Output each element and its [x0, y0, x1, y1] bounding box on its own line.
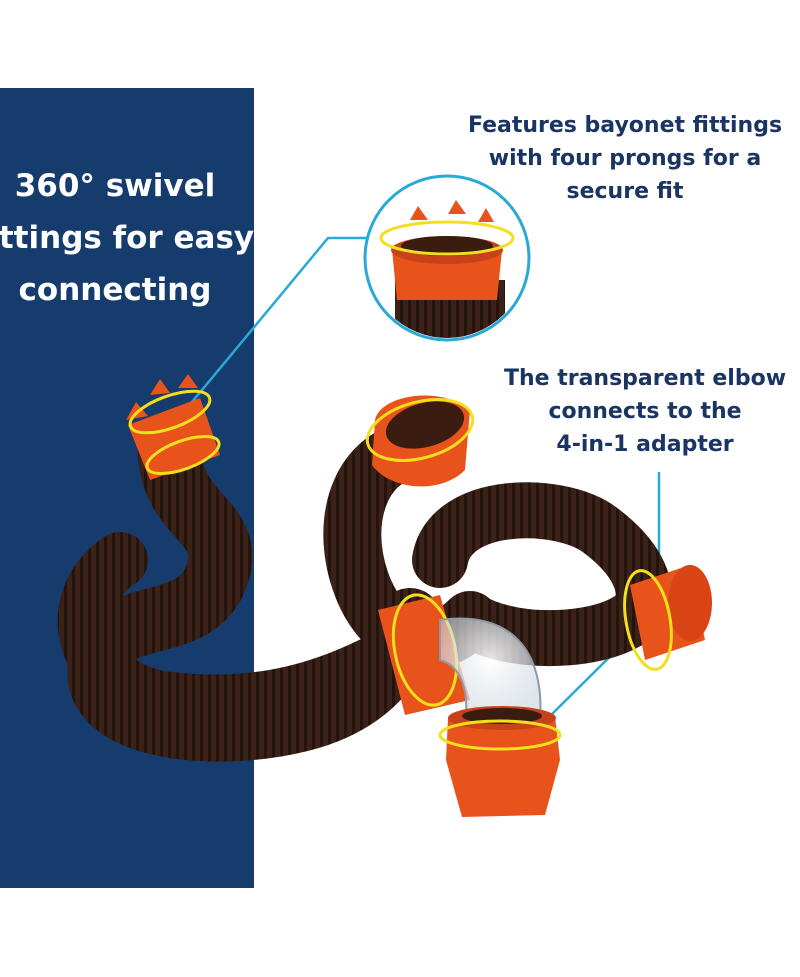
callout-bayonet-line-2: with four prongs for a [488, 146, 762, 171]
callout-bayonet-line-3: secure fit [566, 179, 684, 204]
fitting-right [623, 565, 712, 671]
sewer-hose [57, 418, 672, 762]
fitting-top-middle [365, 395, 475, 487]
panel-line-1: 360° swivel [14, 168, 216, 204]
adapter-4-in-1 [438, 706, 562, 817]
callout-bayonet-line-1: Features bayonet fittings [467, 113, 783, 138]
callout-elbow-line-1: The transparent elbow [503, 366, 787, 391]
panel-line-2: fittings for easy [0, 220, 255, 256]
fitting-left [126, 374, 221, 480]
callout-transparent-elbow: The transparent elbow connects to the 4-… [495, 362, 795, 461]
panel-line-3: connecting [18, 272, 212, 308]
zoom-circle [363, 174, 531, 342]
callout-bayonet-fittings: Features bayonet fittings with four pron… [455, 109, 795, 208]
panel-text: 360° swivel fittings for easy connecting [0, 160, 270, 316]
leader-line-bayonet [191, 236, 372, 403]
callout-elbow-line-3: 4-in-1 adapter [556, 432, 734, 457]
callout-elbow-line-2: connects to the [548, 399, 742, 424]
